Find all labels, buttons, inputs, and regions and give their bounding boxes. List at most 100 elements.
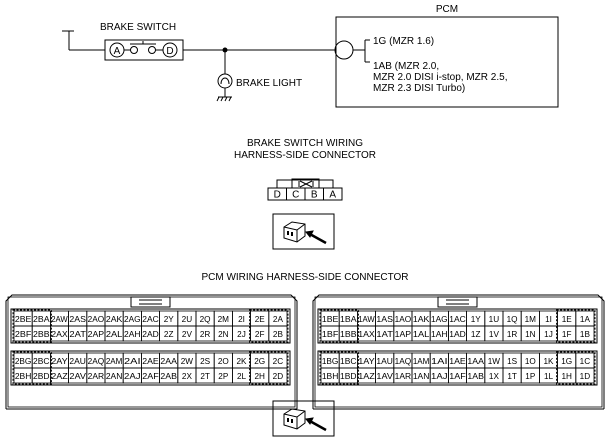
pcm-pin-label: 2AA <box>160 357 177 366</box>
pcm-pin-cell <box>268 325 288 342</box>
pcm-pin-label: 2AJ <box>124 372 141 381</box>
pcm-pin-label: 1BG <box>322 357 339 366</box>
pcm-pin-label: 2AP <box>88 330 105 339</box>
pcm-pin-label: 1O <box>525 357 536 366</box>
pcm-pin-label: 2AC <box>142 315 159 324</box>
pcm-pin-label: 2A <box>273 315 284 324</box>
switch-pin-label: D <box>274 190 281 201</box>
pcm-pin-label: 2AW <box>51 315 68 324</box>
switch-connector-title-1: BRAKE SWITCH WIRING <box>247 138 363 149</box>
pcm-pin-label: 1R <box>507 330 518 339</box>
pcm-pin-label: 1L <box>544 372 554 381</box>
pcm-pin-label: 2O <box>218 357 229 366</box>
pcm-pin-label: 2AH <box>124 330 141 339</box>
brake-light-label: BRAKE LIGHT <box>236 78 302 89</box>
pcm-pin-label: 1AO <box>395 315 412 324</box>
pcm-pin-label: 1BC <box>340 357 357 366</box>
switch-connector-title-2: HARNESS-SIDE CONNECTOR <box>234 150 376 161</box>
pcm-pin-label: 2BB <box>33 330 50 339</box>
pcm-pin-label: 1I <box>545 315 552 324</box>
pcm-pin-label: 2V <box>182 330 193 339</box>
pcm-pin-label: 2AX <box>51 330 68 339</box>
pcm-latch <box>130 296 171 308</box>
pcm-pin-label: 1P <box>525 372 536 381</box>
pcm-keyed-group <box>249 351 289 385</box>
pcm-housing-inner <box>314 296 603 408</box>
pin-d-label: D <box>166 46 173 57</box>
pcm-keyed-group <box>556 309 596 343</box>
pcm-pin-label: 2AV <box>69 372 86 381</box>
pcm-pin-label: 2AD <box>142 330 159 339</box>
circuit-schematic <box>62 16 559 108</box>
pin-a-label: A <box>114 46 121 57</box>
pcm-pin-label: 2AE <box>142 357 159 366</box>
pcm-title: PCM <box>436 4 458 15</box>
pcm-keyed-group <box>319 309 359 343</box>
pcm-pin-label: 1BF <box>322 330 339 339</box>
pcm-pin-label: 1AW <box>358 315 375 324</box>
pcm-pin-label: 1B <box>580 330 591 339</box>
pcm-pin-label: 1H <box>561 372 572 381</box>
pcm-pin-label: 2T <box>200 372 210 381</box>
pcm-pin-label: 1G <box>561 357 572 366</box>
pcm-keyed-group <box>12 309 52 343</box>
brake-light-bulb <box>217 73 233 89</box>
pcm-line-1: 1G (MZR 1.6) <box>373 36 434 47</box>
pcm-pin-label: 2AG <box>124 315 141 324</box>
pcm-pin-label: 1AY <box>358 357 375 366</box>
pcm-pin-label: 2BH <box>15 372 32 381</box>
pcm-pin-label: 2AB <box>160 372 177 381</box>
pcm-pin-label: 1AK <box>413 315 430 324</box>
pcm-keyed-group <box>12 351 52 385</box>
pcm-pin-label: 1AB <box>467 372 484 381</box>
pcm-pin-label: 2AK <box>106 315 123 324</box>
pcm-pin-label: 1AQ <box>395 357 412 366</box>
pcm-pin-label: 2P <box>218 372 229 381</box>
pcm-pin-label: 2I <box>238 315 245 324</box>
pcm-pin-label: 1S <box>507 357 518 366</box>
pcm-pin-label: 2AY <box>51 357 68 366</box>
pcm-pin-label: 2AO <box>88 315 105 324</box>
junction-dot <box>222 47 228 53</box>
pcm-pin-label: 1Y <box>471 315 482 324</box>
pcm-pin-label: 2BG <box>15 357 32 366</box>
pcm-pin-label: 2U <box>182 315 193 324</box>
pcm-pin-label: 1Q <box>507 315 518 324</box>
switch-contact-left <box>130 46 138 54</box>
pcm-pin-label: 2Z <box>164 330 174 339</box>
pcm-pin-label: 1AP <box>395 330 412 339</box>
pcm-pin-label: 2G <box>254 357 265 366</box>
pcm-pin-label: 1BA <box>340 315 357 324</box>
pcm-pin-label: 2R <box>200 330 211 339</box>
pcm-pin-label: 2AN <box>106 372 123 381</box>
pcm-pin-label: 2AS <box>69 315 86 324</box>
brake-switch-title: BRAKE SWITCH <box>100 22 176 33</box>
pcm-pin-label: 2M <box>218 315 230 324</box>
pcm-pin-label: 2N <box>218 330 229 339</box>
pcm-pin-label: 1AD <box>449 330 466 339</box>
pcm-pin-label: 1AZ <box>358 372 375 381</box>
pcm-line-2: 1AB (MZR 2.0, <box>373 61 439 72</box>
pcm-pin-label: 2AI <box>124 357 141 366</box>
pcm-box <box>335 16 559 108</box>
pcm-pin-label: 1AJ <box>431 372 448 381</box>
pcm-pin-label: 2F <box>255 330 265 339</box>
pcm-pin-label: 2E <box>255 315 266 324</box>
pcm-pin-label: 1BB <box>340 330 357 339</box>
harness-view-icon <box>272 213 335 250</box>
pcm-pin-label: 2BA <box>33 315 50 324</box>
pcm-pin-label: 1AA <box>467 357 484 366</box>
pcm-pin-label: 1AM <box>413 357 430 366</box>
pcm-pin-label: 1D <box>580 372 591 381</box>
pcm-pin-label: 2B <box>273 330 284 339</box>
switch-pin-label: C <box>292 190 299 201</box>
pcm-pin-label: 1AN <box>413 372 430 381</box>
pcm-pin-label: 1F <box>562 330 572 339</box>
pcm-pin-label: 2C <box>273 357 284 366</box>
pcm-line-3: MZR 2.0 DISI i-stop, MZR 2.5, <box>373 72 507 83</box>
pcm-pin-label: 2Q <box>200 315 211 324</box>
pcm-pin-label: 1AU <box>376 357 393 366</box>
